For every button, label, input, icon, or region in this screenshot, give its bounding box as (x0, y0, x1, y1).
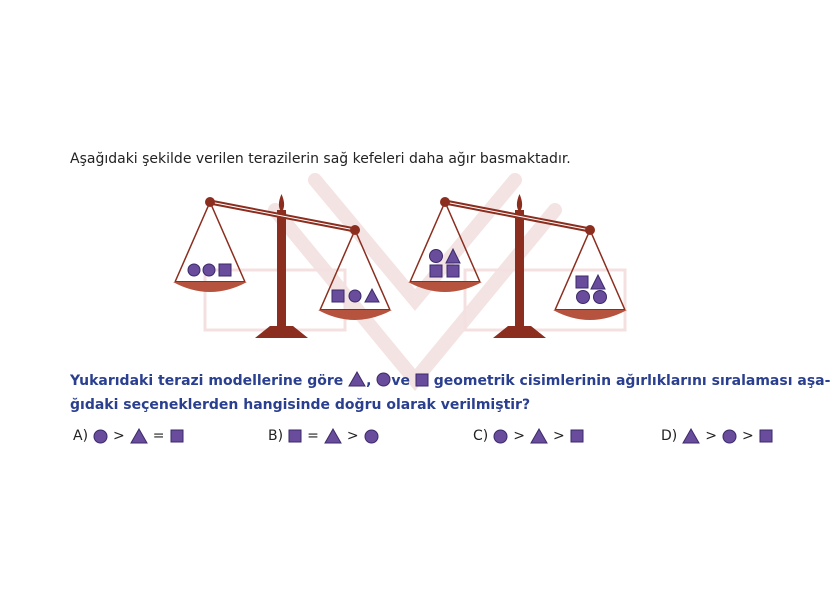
question-line-1: Yukarıdaki terazi modellerine göre , ve … (70, 369, 830, 393)
square-shape (218, 263, 232, 277)
triangle-icon (129, 428, 148, 444)
option-a[interactable]: A) > = (70, 428, 186, 444)
option-operator: = (307, 428, 319, 444)
option-label: D) (661, 428, 678, 444)
question-part-2: geometrik cisimlerinin ağırlıklarını sır… (433, 373, 831, 389)
triangle-shape (445, 247, 461, 264)
answer-options: A) > = B) = > C) > > D) > > (0, 428, 840, 450)
circle-shape (576, 290, 590, 304)
option-operator: > (552, 428, 565, 444)
option-operator: > (705, 428, 717, 444)
question-text: Yukarıdaki terazi modellerine göre , ve … (70, 369, 830, 417)
square-icon (415, 373, 429, 387)
circle-icon (493, 429, 508, 443)
triangle-icon (323, 428, 342, 444)
option-operator: = (152, 428, 165, 444)
square-shape (429, 264, 443, 278)
right-scale (408, 194, 627, 338)
option-label: B) (268, 428, 284, 444)
square-icon (170, 429, 184, 443)
option-label: C) (473, 428, 489, 444)
question-ve: ve (391, 373, 410, 389)
question-part-1: Yukarıdaki terazi modellerine göre (70, 373, 344, 389)
square-shape (575, 275, 589, 289)
intro-text: Aşağıdaki şekilde verilen terazilerin sa… (70, 151, 571, 167)
circle-icon (93, 429, 108, 443)
triangle-icon (530, 428, 548, 444)
circle-shape (348, 289, 362, 303)
balance-scales-figure (173, 194, 627, 338)
triangle-icon (682, 428, 701, 444)
triangle-icon (348, 371, 367, 387)
option-operator: > (113, 428, 125, 444)
circle-shape (429, 249, 443, 263)
square-shape (446, 264, 460, 278)
question-comma: , (366, 373, 372, 389)
circle-shape (202, 263, 216, 277)
square-icon (759, 429, 773, 443)
option-c[interactable]: C) > > (470, 428, 586, 444)
option-b[interactable]: B) = > (265, 428, 381, 444)
square-icon (570, 429, 584, 443)
option-label: A) (73, 428, 89, 444)
left-scale (173, 194, 392, 338)
option-operator: > (741, 428, 754, 444)
circle-shape (593, 290, 607, 304)
triangle-shape (364, 287, 380, 303)
circle-shape (187, 263, 201, 277)
option-d[interactable]: D) > > (658, 428, 775, 444)
square-shape (331, 289, 345, 303)
circle-icon (376, 372, 391, 387)
triangle-shape (590, 273, 606, 290)
circle-icon (364, 429, 379, 443)
circle-icon (722, 429, 737, 443)
option-operator: > (346, 428, 359, 444)
square-icon (288, 429, 302, 443)
question-line-2: ğıdaki seçeneklerden hangisinde doğru ol… (70, 397, 531, 413)
option-operator: > (513, 428, 525, 444)
